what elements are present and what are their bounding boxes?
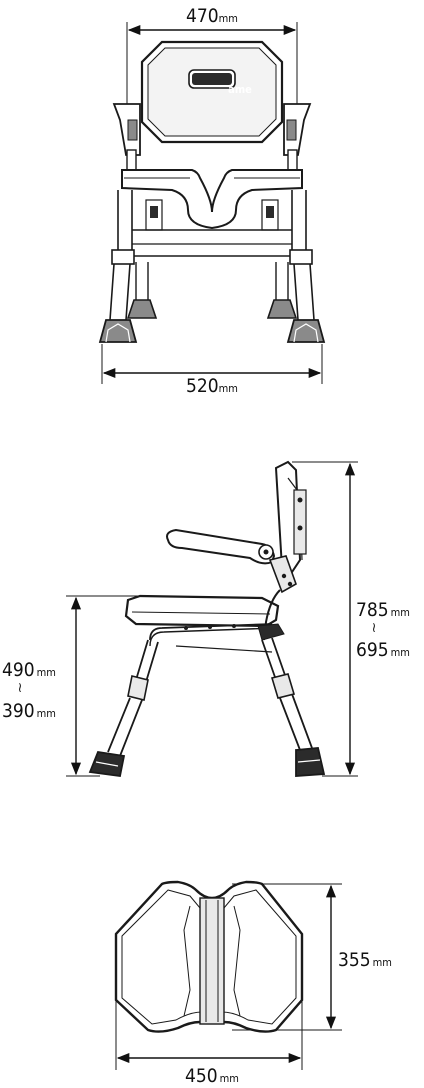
clip-right	[266, 206, 274, 218]
side-rear-leg-upper	[261, 637, 287, 681]
top-view	[114, 880, 342, 1070]
foot-front-left-tread	[105, 323, 131, 343]
side-frame-under-2	[149, 627, 277, 647]
side-seat	[124, 594, 280, 628]
side-rear-foot-tread	[297, 759, 321, 763]
logo-plate-inner	[192, 73, 232, 85]
top-seat-inner	[121, 889, 297, 1025]
logo-text: ame	[228, 83, 252, 96]
side-frame-rear	[263, 589, 281, 641]
arm-post-left	[126, 149, 137, 173]
top-center-channel	[199, 897, 225, 1025]
side-armrest	[166, 528, 276, 565]
side-view	[66, 460, 358, 778]
foot-front-right-tread	[293, 323, 319, 343]
front-width-top-label: 470mm	[186, 5, 238, 27]
side-rear-leg-collar	[270, 673, 296, 699]
side-backrest-bracket	[293, 489, 307, 555]
foot-back-right	[266, 299, 298, 319]
armrest-left-pad	[127, 119, 138, 141]
side-front-leg-upper	[135, 639, 159, 683]
side-cross-bar	[175, 645, 273, 653]
clip-left	[150, 206, 158, 218]
foot-front-right	[286, 319, 326, 343]
frame-rivet-2	[208, 625, 212, 629]
side-height-range-symbol: ≀	[372, 620, 377, 636]
side-frame-joint	[257, 623, 285, 641]
leg-collar-right	[289, 249, 313, 265]
leg-lower-right-back	[275, 262, 289, 300]
side-seat-height-range-symbol: ≀	[18, 680, 23, 696]
frame-right-outer	[291, 190, 307, 252]
frame-left-outer	[117, 190, 133, 252]
foot-back-left	[126, 299, 158, 319]
bracket-bolt-1	[297, 497, 303, 503]
side-frame-under	[149, 623, 273, 641]
armrest-right-pad	[286, 119, 297, 141]
foot-front-left	[98, 319, 138, 343]
front-view	[98, 22, 326, 384]
leg-lower-right-front	[293, 263, 315, 321]
leg-lower-left-back	[135, 262, 149, 300]
side-front-leg-collar	[127, 675, 149, 701]
backrest-inner	[147, 47, 277, 137]
seat-front	[121, 169, 303, 230]
leg-lower-left-front	[109, 263, 131, 321]
lock-bolt-2	[287, 581, 293, 587]
side-front-foot-tread	[95, 761, 119, 767]
side-front-leg-lower	[107, 697, 143, 757]
front-width-bottom-label: 520mm	[186, 375, 238, 397]
lock-bolt-1	[281, 573, 287, 579]
side-seat-seam	[131, 611, 271, 615]
top-contour-right	[233, 905, 241, 1017]
frame-rivet-1	[184, 626, 188, 630]
leg-collar-left	[111, 249, 135, 265]
side-rear-leg-lower	[279, 693, 313, 751]
frame-rivet-3	[232, 624, 236, 628]
armrest-pivot-center	[263, 549, 269, 555]
arm-post-right	[287, 149, 298, 173]
bracket-bolt-2	[297, 525, 303, 531]
top-contour-left	[183, 905, 191, 1017]
side-rear-foot	[295, 747, 326, 777]
